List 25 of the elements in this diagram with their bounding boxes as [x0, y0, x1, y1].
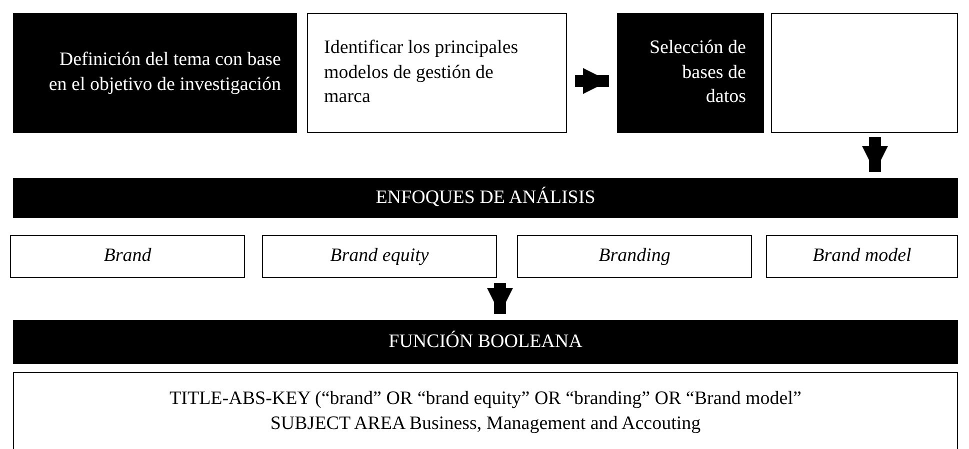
node-text: Identificar los principales modelos de gestión de marca — [324, 36, 520, 110]
empty-box — [771, 13, 958, 133]
node-text: Brand model — [812, 244, 912, 268]
step-banner — [13, 178, 958, 218]
text-box — [307, 13, 567, 133]
text-box — [10, 235, 245, 278]
node-text: TITLE-ABS-KEY (“brand” OR “brand equity” OR “branding” OR “Brand model” — [168, 387, 802, 412]
text-box — [13, 372, 958, 449]
node-text: Brand equity — [329, 244, 430, 268]
node-text: Selección de bases de datos — [648, 36, 746, 110]
text-box — [262, 235, 497, 278]
node-text: Brand — [102, 244, 152, 268]
step-banner — [617, 13, 764, 133]
node-text: ENFOQUES DE ANÁLISIS — [374, 186, 596, 210]
block-arrow — [575, 68, 609, 94]
step-banner — [13, 13, 297, 133]
step-banner — [13, 320, 958, 364]
text-box — [517, 235, 752, 278]
node-text: Branding — [598, 244, 672, 268]
text-box — [766, 235, 958, 278]
block-arrow — [862, 137, 888, 172]
node-text: FUNCIÓN BOOLEANA — [388, 330, 584, 354]
node-text: SUBJECT AREA Business, Management and Accouting — [269, 412, 702, 436]
block-arrow — [487, 283, 513, 314]
node-text: Definición del tema con base en el objetivo de investigación — [48, 48, 281, 97]
